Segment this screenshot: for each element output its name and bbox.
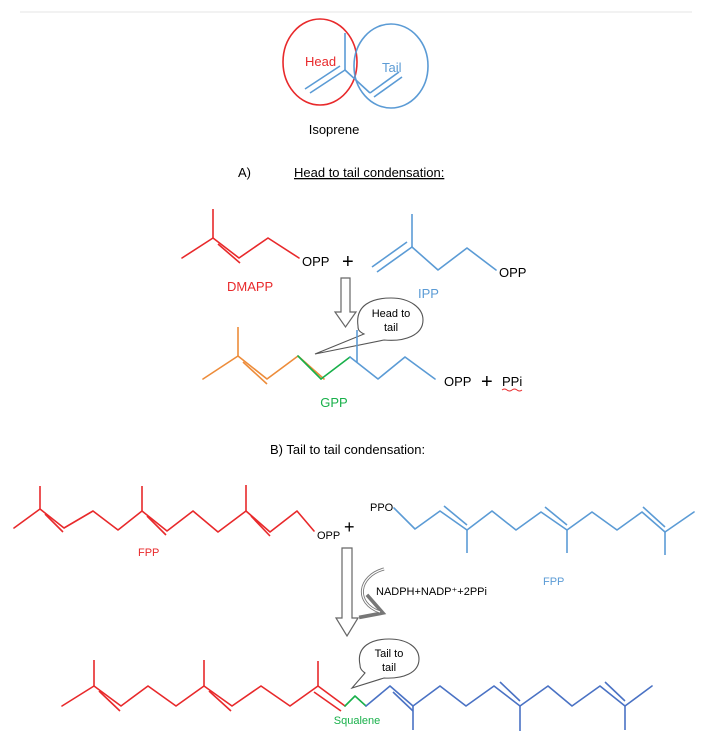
ipp-opp: OPP: [499, 265, 526, 280]
fpp-left-opp: OPP: [317, 530, 340, 542]
ipp-structure: OPP IPP: [371, 214, 526, 301]
gpp-structure: OPP GPP: [202, 327, 471, 410]
callout-b-line1: Tail to: [375, 648, 404, 660]
gpp-opp: OPP: [444, 374, 471, 389]
fpp-left-label: FPP: [138, 547, 159, 559]
reaction-arrow-a: [333, 277, 358, 329]
dmapp-label: DMAPP: [227, 279, 273, 294]
section-a-title: Head to tail condensation:: [294, 165, 444, 180]
callout-a-line2: tail: [384, 322, 398, 334]
head-label: Head: [305, 54, 336, 69]
fpp-right-ppo: PPO: [370, 502, 394, 514]
plus-sign-3: +: [344, 517, 355, 537]
tail-ellipse: [353, 23, 429, 109]
fpp-left-structure: OPP FPP: [13, 485, 340, 559]
dmapp-opp: OPP: [302, 254, 329, 269]
plus-sign-1: +: [342, 251, 354, 273]
callout-a-line1: Head to: [372, 308, 411, 320]
section-b-title: B) Tail to tail condensation:: [270, 442, 425, 457]
gpp-label: GPP: [320, 395, 347, 410]
svg-text:PPi: PPi: [502, 374, 522, 389]
isoprene-name: Isoprene: [309, 122, 360, 137]
section-a-letter: A): [238, 165, 251, 180]
isoprene-structure: Head Tail Isoprene: [282, 18, 429, 137]
fpp-right-structure: PPO FPP: [370, 502, 695, 588]
cofactors-label: NADPH+NADP⁺+2PPi: [376, 586, 487, 598]
squalene-label: Squalene: [334, 715, 381, 727]
ppi-byproduct: PPi: [501, 374, 522, 392]
plus-sign-2: +: [481, 371, 493, 393]
head-to-tail-callout: Head to tail: [314, 297, 424, 355]
reaction-arrow-b: NADPH+NADP⁺+2PPi: [334, 547, 487, 638]
callout-b-line2: tail: [382, 662, 396, 674]
tail-label: Tail: [382, 60, 402, 75]
fpp-right-label: FPP: [543, 576, 564, 588]
head-ellipse: [282, 18, 358, 106]
ipp-label: IPP: [418, 286, 439, 301]
tail-to-tail-callout: Tail to tail: [350, 638, 420, 690]
squalene-structure: Squalene: [61, 660, 653, 731]
dmapp-structure: OPP DMAPP: [181, 209, 329, 294]
